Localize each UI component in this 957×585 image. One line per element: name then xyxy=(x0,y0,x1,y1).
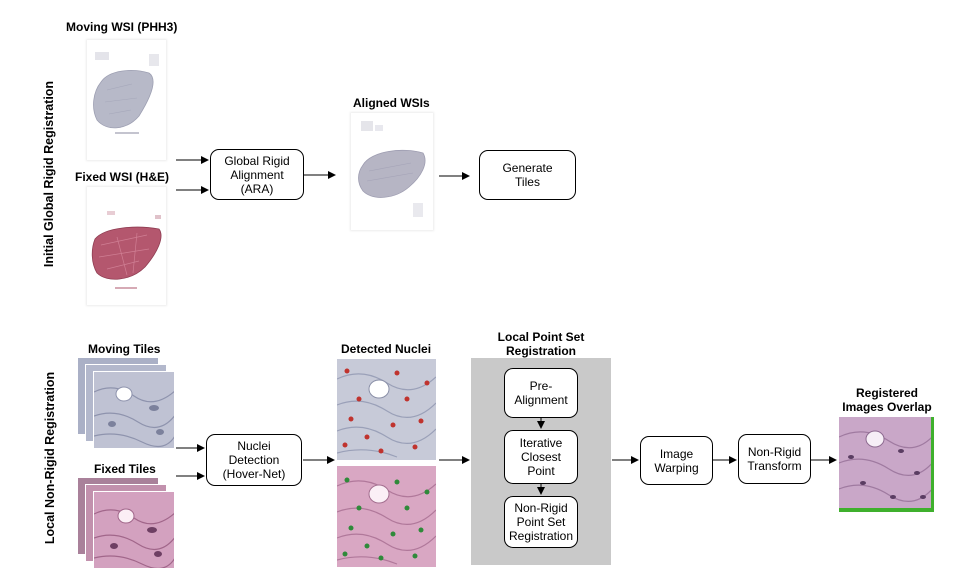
non-rigid-point-set-registration-label: Non-Rigid Point Set Registration xyxy=(508,501,574,543)
overlap-label-text: Registered Images Overlap xyxy=(842,386,932,414)
local-point-set-registration-label: Local Point Set Registration xyxy=(471,330,611,358)
moving-wsi-image xyxy=(93,52,159,134)
generate-tiles-box: Generate Tiles xyxy=(479,150,576,200)
moving-wsi-slide xyxy=(87,40,166,160)
generate-tiles-label: Generate Tiles xyxy=(502,161,553,189)
lpsr-label-text: Local Point Set Registration xyxy=(497,330,585,358)
moving-tiles-label: Moving Tiles xyxy=(88,342,161,356)
moving-tiles-stack xyxy=(77,357,177,452)
fixed-tiles-stack xyxy=(77,477,177,573)
global-rigid-alignment-box: Global Rigid Alignment (ARA) xyxy=(210,149,304,200)
fixed-wsi-slide xyxy=(87,187,166,305)
moving-tile-front xyxy=(93,371,175,449)
iterative-closest-point-label: Iterative Closest Point xyxy=(519,436,563,478)
fixed-tile-front xyxy=(93,491,175,569)
fixed-wsi-label: Fixed WSI (H&E) xyxy=(75,170,170,184)
aligned-wsi-image xyxy=(358,121,426,217)
pre-alignment-box: Pre- Alignment xyxy=(504,368,578,418)
iterative-closest-point-box: Iterative Closest Point xyxy=(504,430,578,484)
aligned-wsi-slide xyxy=(351,113,433,230)
non-rigid-transform-box: Non-Rigid Transform xyxy=(738,434,811,484)
registered-images-overlap-label: Registered Images Overlap xyxy=(832,386,942,414)
non-rigid-transform-label: Non-Rigid Transform xyxy=(747,445,802,473)
detected-nuclei-moving-image xyxy=(337,359,436,460)
detected-nuclei-fixed-image xyxy=(337,466,436,567)
aligned-wsis-label: Aligned WSIs xyxy=(353,96,430,110)
fixed-wsi-image xyxy=(91,211,162,289)
moving-wsi-label: Moving WSI (PHH3) xyxy=(66,20,178,34)
nuclei-detection-label: Nuclei Detection (Hover-Net) xyxy=(222,439,286,481)
global-rigid-alignment-label: Global Rigid Alignment (ARA) xyxy=(224,153,290,196)
detected-nuclei-label: Detected Nuclei xyxy=(341,342,432,356)
image-warping-label: Image Warping xyxy=(654,446,699,475)
nuclei-detection-box: Nuclei Detection (Hover-Net) xyxy=(206,434,302,486)
fixed-tiles-label: Fixed Tiles xyxy=(94,462,156,476)
registered-overlap-image xyxy=(839,417,934,512)
non-rigid-point-set-registration-box: Non-Rigid Point Set Registration xyxy=(504,496,578,548)
image-warping-box: Image Warping xyxy=(640,436,713,485)
pre-alignment-label: Pre- Alignment xyxy=(514,379,568,407)
